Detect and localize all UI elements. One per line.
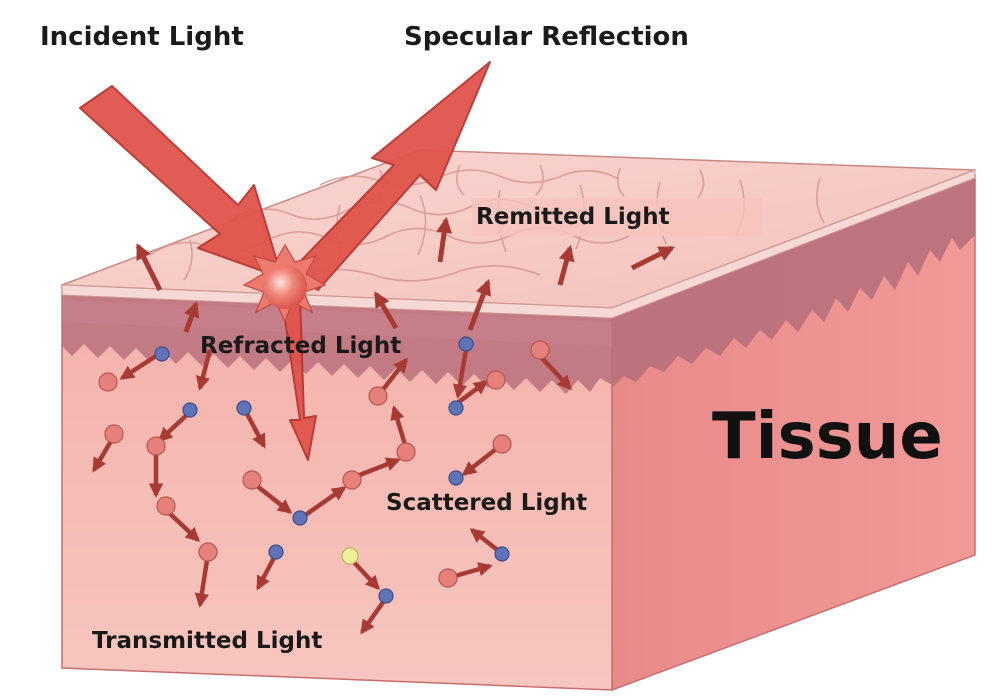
particle-blue (458, 336, 474, 352)
particle-blue (268, 544, 284, 560)
incident-beam-arrow (79, 85, 283, 279)
particle-red (438, 568, 458, 588)
particle-blue (292, 510, 308, 526)
remitted-label-bar (472, 198, 762, 236)
particle-red (146, 436, 166, 456)
particle-red (368, 386, 388, 406)
particle-blue (448, 400, 464, 416)
particles (98, 336, 550, 604)
particle-blue (154, 346, 170, 362)
impact-flare (242, 243, 327, 324)
particle-blue (236, 400, 252, 416)
specular-reflection-label: Specular Reflection (404, 22, 689, 52)
transmitted-light-label: Transmitted Light (92, 628, 322, 654)
refracted-beam-arrow (281, 295, 317, 461)
remitted-light-label: Remitted Light (476, 204, 670, 230)
particle-yellow (341, 547, 359, 565)
particle-red (198, 542, 218, 562)
particle-blue (448, 470, 464, 486)
particle-red (342, 470, 362, 490)
particle-red (156, 496, 176, 516)
scattered-light-label: Scattered Light (386, 490, 587, 516)
particle-red (104, 424, 124, 444)
remitted-arrows (135, 216, 675, 333)
particle-red (492, 434, 512, 454)
particle-blue (378, 588, 394, 604)
particle-blue (182, 402, 198, 418)
refracted-light-label: Refracted Light (200, 333, 401, 359)
scatter-arrows (92, 349, 572, 635)
particle-red (396, 442, 416, 462)
side-dermis-band (612, 175, 975, 388)
tissue-label: Tissue (712, 400, 943, 474)
particle-red (242, 470, 262, 490)
particle-blue (494, 546, 510, 562)
specular-beam-arrow (289, 61, 491, 291)
particle-red (98, 372, 118, 392)
particle-red (530, 340, 550, 360)
particle-red (486, 370, 506, 390)
incident-light-label: Incident Light (40, 22, 244, 52)
